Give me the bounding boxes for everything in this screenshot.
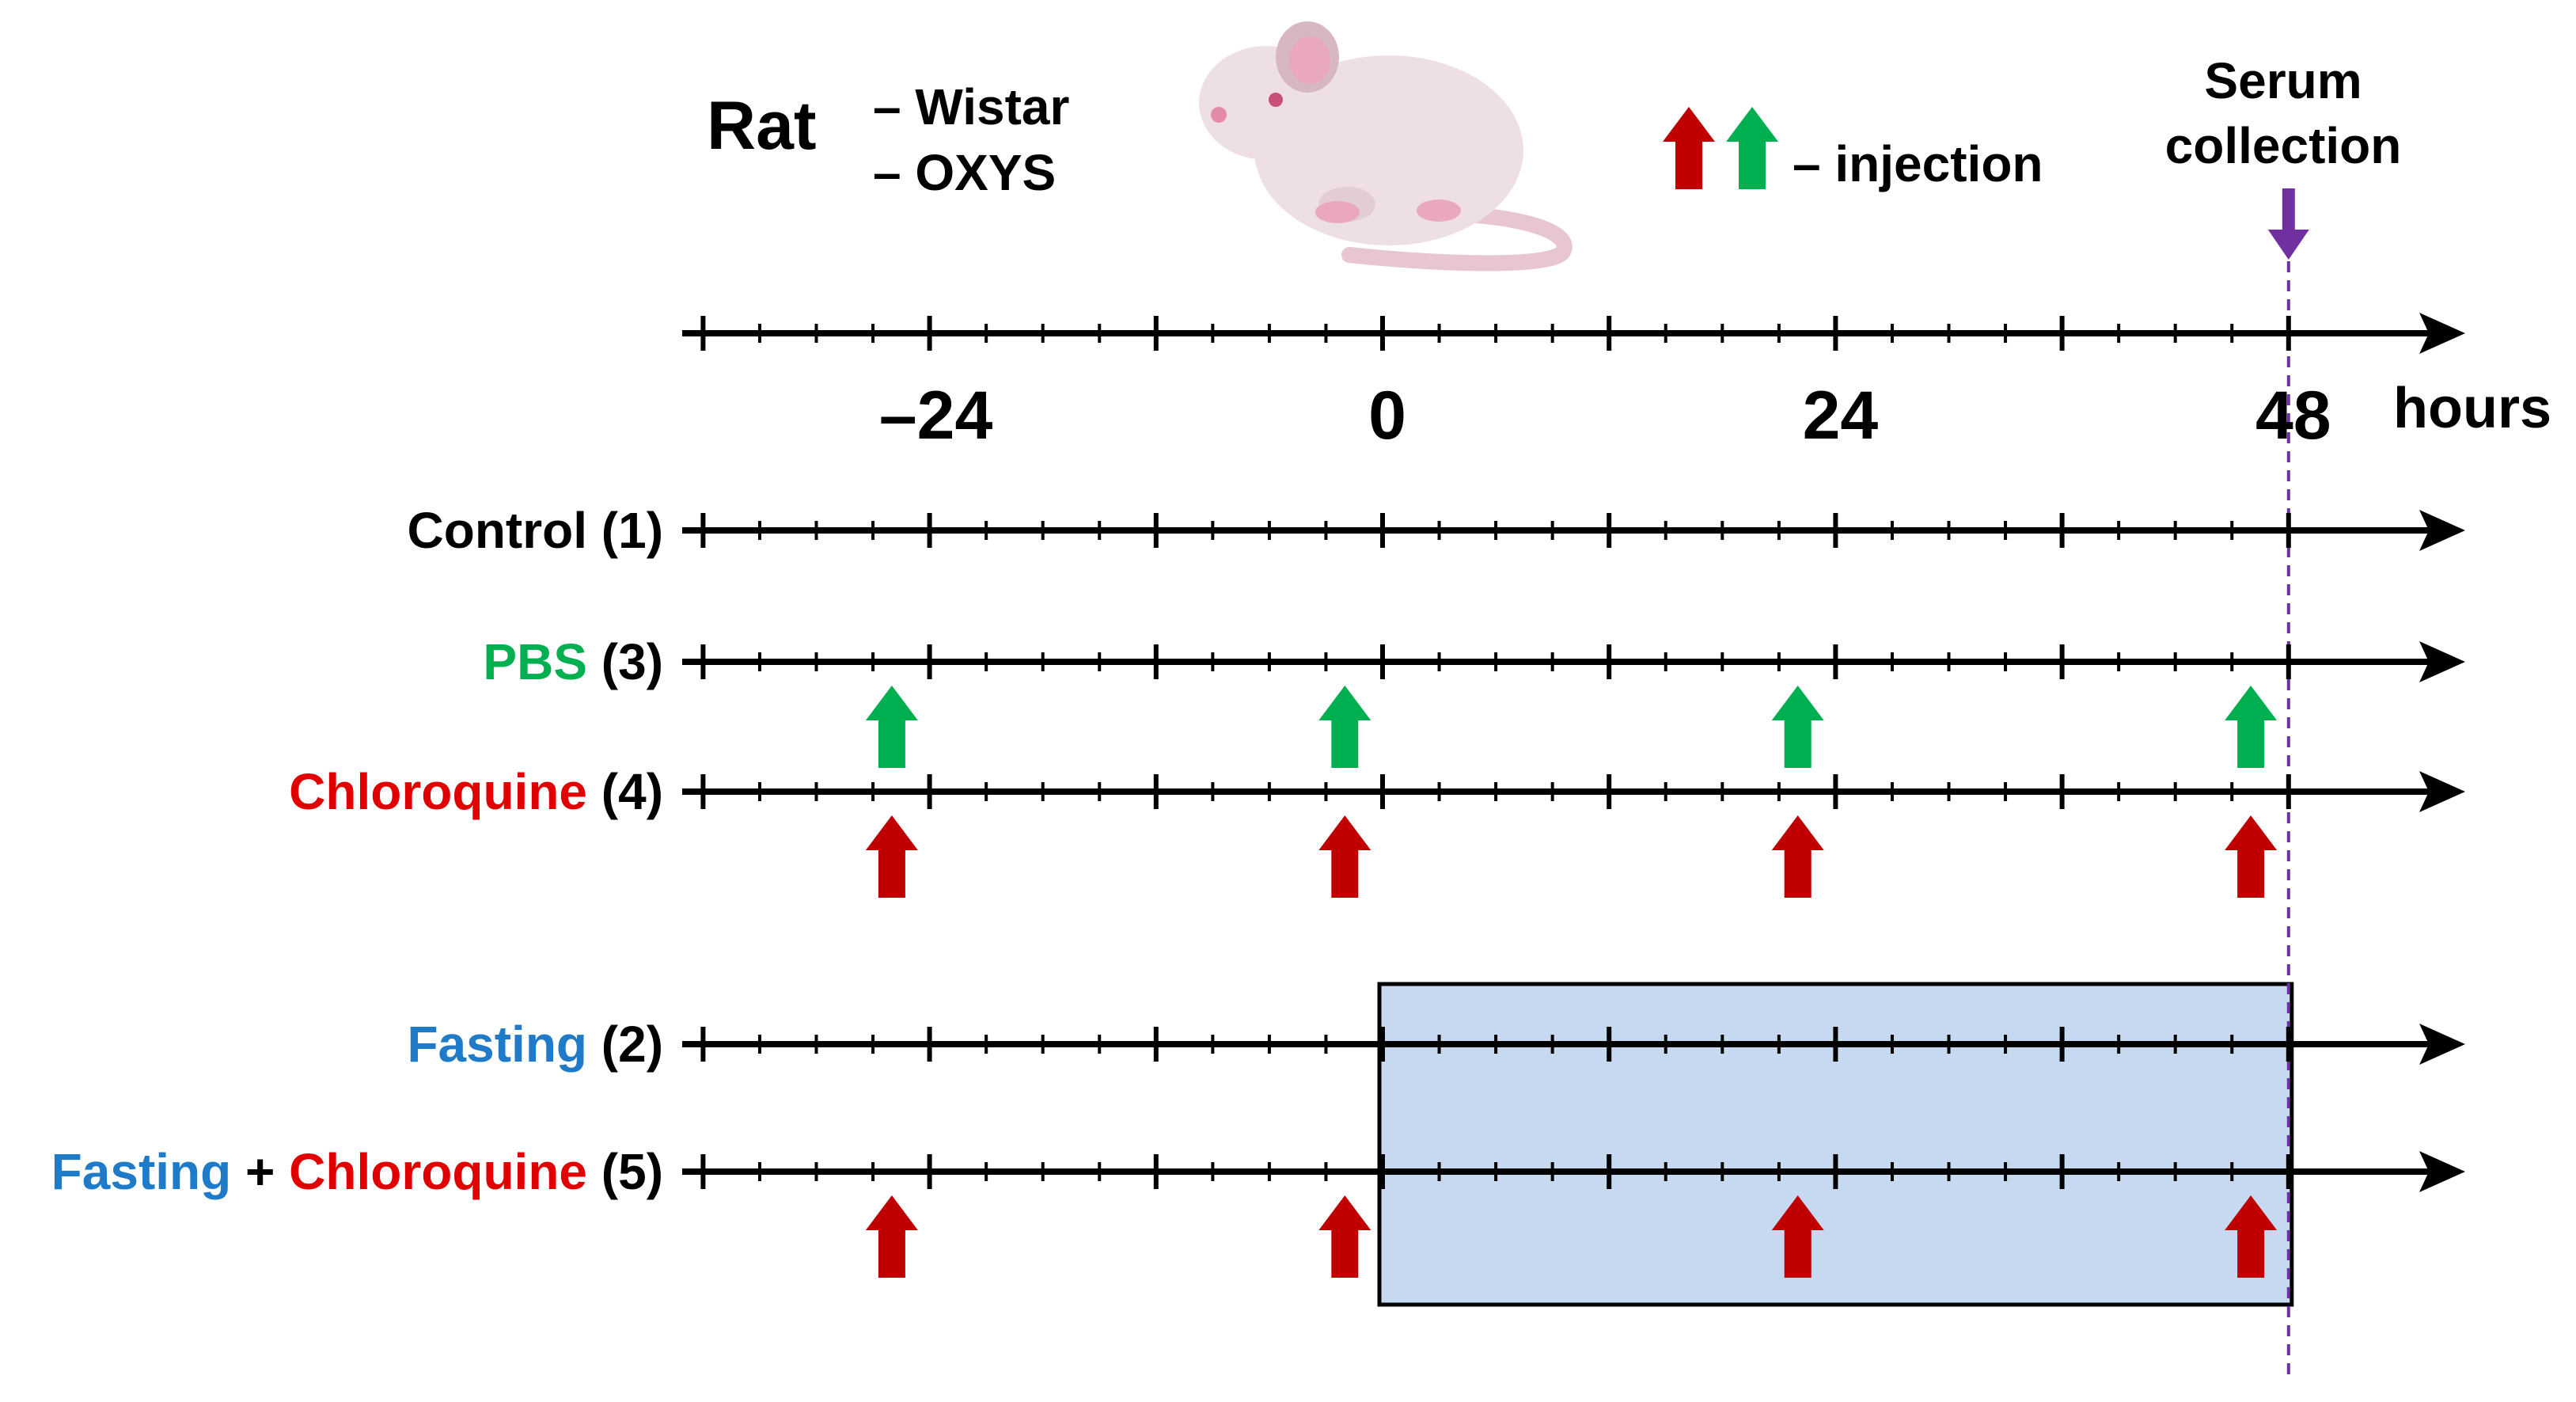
red-injection-arrow-icon: [865, 1195, 918, 1278]
group-label-part: Control: [408, 502, 588, 559]
red-injection-arrow-icon: [1318, 1195, 1371, 1278]
red-injection-arrow-icon: [865, 815, 918, 898]
group-timeline-1: Control (1): [408, 502, 2465, 559]
group-label-part: PBS: [483, 633, 587, 690]
group-timeline-3: Chloroquine (4): [289, 763, 2465, 898]
injection-legend-label: – injection: [1793, 135, 2043, 192]
group-label-part: Chloroquine: [289, 1143, 587, 1200]
tick-label: 0: [1368, 378, 1406, 454]
group-label-part: (2): [587, 1016, 663, 1073]
strain-label-wistar: – Wistar: [873, 78, 1069, 135]
red-injection-arrow-icon: [2225, 1195, 2278, 1278]
arrow-head-icon: [2419, 1024, 2465, 1065]
main-time-axis-line: [682, 313, 2465, 354]
tick-label: 24: [1803, 378, 1879, 454]
group-timeline-4: Fasting (2): [407, 1016, 2465, 1073]
arrow-head-icon: [2419, 771, 2465, 812]
tick-label: 48: [2255, 378, 2331, 454]
green-injection-arrow-icon: [1318, 686, 1371, 768]
group-label-part: (3): [587, 633, 663, 690]
red-arrow-up-icon: [1663, 107, 1715, 189]
green-injection-arrow-icon: [1771, 686, 1824, 768]
group-timeline-2: PBS (3): [483, 633, 2465, 768]
strain-label-oxys: – OXYS: [873, 144, 1056, 201]
group-label: PBS (3): [483, 633, 663, 690]
group-label-part: (5): [587, 1143, 663, 1200]
time-axis: –24 0 24 48 hours: [682, 313, 2551, 454]
group-timelines: Control (1) PBS (3) Chloroquine (4) Fasting…: [51, 502, 2465, 1278]
serum-arrow-shaft: [2282, 188, 2295, 233]
red-injection-arrow-icon: [1771, 815, 1824, 898]
green-injection-arrow-icon: [2225, 686, 2278, 768]
arrow-head-icon: [2419, 1151, 2465, 1192]
group-label-part: Fasting: [51, 1143, 232, 1200]
arrow-head-icon: [2419, 313, 2465, 354]
tick-label: –24: [879, 378, 993, 454]
group-label: Control (1): [408, 502, 664, 559]
group-label-part: +: [231, 1143, 289, 1200]
green-injection-arrow-icon: [865, 686, 918, 768]
group-label-part: (4): [587, 763, 663, 820]
arrow-head-icon: [2419, 641, 2465, 682]
red-injection-arrow-icon: [1771, 1195, 1824, 1278]
green-arrow-up-icon: [1726, 107, 1778, 189]
group-label-part: Fasting: [407, 1016, 587, 1073]
serum-label-line2: collection: [2165, 117, 2402, 174]
arrow-head-icon: [2419, 510, 2465, 551]
group-timeline-5: Fasting + Chloroquine (5): [51, 1143, 2465, 1278]
axis-unit-label: hours: [2393, 377, 2551, 440]
group-label: Fasting (2): [407, 1016, 663, 1073]
serum-label-line1: Serum: [2204, 52, 2362, 109]
group-label: Chloroquine (4): [289, 763, 663, 820]
group-label-part: Chloroquine: [289, 763, 587, 820]
rat-illustration: [1199, 21, 1573, 272]
red-injection-arrow-icon: [2225, 815, 2278, 898]
serum-collection-arrow-icon: [2267, 188, 2309, 260]
serum-arrow-head: [2267, 230, 2309, 260]
group-label: Fasting + Chloroquine (5): [51, 1143, 663, 1200]
species-label: Rat: [707, 88, 817, 164]
red-injection-arrow-icon: [1318, 815, 1371, 898]
injection-legend: – injection: [1663, 107, 2043, 192]
group-label-part: (1): [587, 502, 663, 559]
